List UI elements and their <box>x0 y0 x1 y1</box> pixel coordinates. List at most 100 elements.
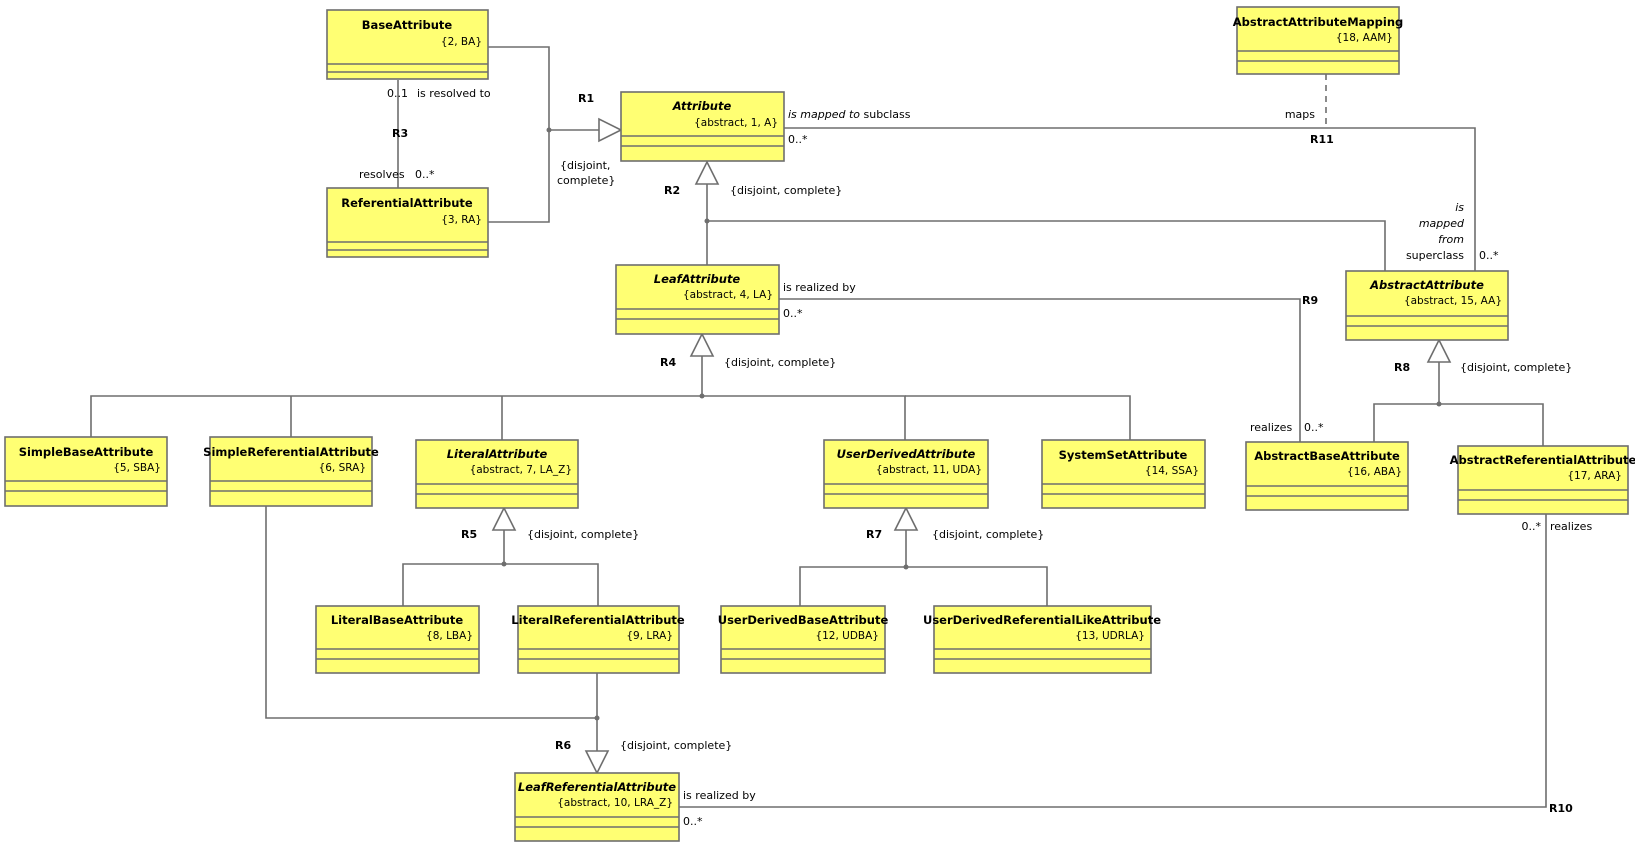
r2-id: R2 <box>664 184 680 197</box>
class-simple-referential-attribute[interactable]: SimpleReferentialAttribute {6, SRA} <box>203 436 379 507</box>
class-box <box>1041 439 1206 509</box>
r11-phrase-aa-line3: from <box>1438 233 1464 246</box>
class-literal-attribute[interactable]: LiteralAttribute {abstract, 7, LA_Z} <box>415 439 579 509</box>
r9-mult-aba: 0..* <box>1304 421 1324 434</box>
r4-edge-system-set <box>905 395 1131 440</box>
class-name: UserDerivedBaseAttribute <box>718 613 889 627</box>
class-base-attribute[interactable]: BaseAttribute {2, BA} <box>326 9 489 80</box>
class-name: LiteralBaseAttribute <box>331 613 464 627</box>
class-user-derived-base-attribute[interactable]: UserDerivedBaseAttribute {12, UDBA} <box>718 605 889 674</box>
class-tag: {16, ABA} <box>1347 466 1402 478</box>
class-box <box>1236 6 1400 75</box>
class-tag: {14, SSA} <box>1145 465 1199 477</box>
class-attribute[interactable]: Attribute {abstract, 1, A} <box>620 91 785 162</box>
class-name: SimpleReferentialAttribute <box>203 445 379 459</box>
class-box <box>933 605 1152 674</box>
class-abstract-base-attribute[interactable]: AbstractBaseAttribute {16, ABA} <box>1245 441 1409 511</box>
r6-edge-simple-referential <box>265 506 597 719</box>
class-name: AbstractReferentialAttribute <box>1450 453 1635 467</box>
class-tag: {5, SBA} <box>113 462 161 474</box>
class-box <box>326 187 489 258</box>
r11-phrase-aa-line2: mapped <box>1419 217 1465 230</box>
r4-id: R4 <box>660 356 676 369</box>
class-name: UserDerivedReferentialLikeAttribute <box>923 613 1161 627</box>
class-leaf-attribute[interactable]: LeafAttribute {abstract, 4, LA} <box>615 264 780 335</box>
class-user-derived-referential-like-attribute[interactable]: UserDerivedReferentialLikeAttribute {13,… <box>923 605 1161 674</box>
r9-edge <box>779 298 1301 442</box>
r6-junction <box>594 715 600 721</box>
r1-junction <box>546 127 552 133</box>
class-tag: {18, AAM} <box>1336 32 1393 44</box>
class-abstract-attribute[interactable]: AbstractAttribute {abstract, 15, AA} <box>1345 270 1509 341</box>
class-name: LeafAttribute <box>654 272 741 286</box>
r11-phrase-aa-line1: is <box>1455 201 1464 214</box>
r8-edge-abstract-base <box>1373 403 1439 442</box>
class-name: SystemSetAttribute <box>1059 448 1188 462</box>
class-tag: {abstract, 7, LA_Z} <box>470 464 572 476</box>
r3-id: R3 <box>392 127 408 140</box>
class-tag: {9, LRA} <box>626 630 673 642</box>
class-tag: {abstract, 4, LA} <box>683 289 773 301</box>
r7-edge-user-derived-base <box>799 566 906 606</box>
class-tag: {6, SRA} <box>319 462 366 474</box>
r6-id: R6 <box>555 739 571 752</box>
class-tag: {17, ARA} <box>1567 470 1622 482</box>
edges <box>90 46 1547 808</box>
class-name: Attribute <box>672 99 732 113</box>
r11-phrase-attribute-em: is mapped to <box>788 108 860 121</box>
r3-phrase-top: is resolved to <box>417 87 491 100</box>
r5-junction <box>501 561 507 567</box>
class-box <box>720 605 886 674</box>
class-name: AbstractAttributeMapping <box>1233 15 1403 29</box>
r9-phrase-aba: realizes <box>1250 421 1292 434</box>
r1-edge-base-attribute <box>488 46 550 130</box>
class-user-derived-attribute[interactable]: UserDerivedAttribute {abstract, 11, UDA} <box>823 439 989 509</box>
class-abstract-attribute-mapping[interactable]: AbstractAttributeMapping {18, AAM} <box>1233 6 1403 75</box>
class-simple-base-attribute[interactable]: SimpleBaseAttribute {5, SBA} <box>4 436 168 507</box>
r2-junction <box>704 218 710 224</box>
class-name: UserDerivedAttribute <box>837 447 976 461</box>
r7-junction <box>903 564 909 570</box>
r7-edge-user-derived-referential-like <box>906 566 1048 606</box>
r2-constraint: {disjoint, complete} <box>730 184 842 197</box>
class-box <box>514 772 680 842</box>
class-tag: {8, LBA} <box>426 630 473 642</box>
r1-generalization-arrow <box>598 117 623 143</box>
r7-id: R7 <box>866 528 882 541</box>
class-box <box>620 91 785 162</box>
class-abstract-referential-attribute[interactable]: AbstractReferentialAttribute {17, ARA} <box>1450 445 1635 515</box>
r10-id: R10 <box>1549 802 1573 815</box>
class-box <box>1245 441 1409 511</box>
class-box <box>1345 270 1509 341</box>
r11-edge <box>784 127 1476 271</box>
class-tag: {abstract, 10, LRA_Z} <box>557 797 673 809</box>
class-box <box>4 436 168 507</box>
r11-mult-attribute: 0..* <box>788 133 808 146</box>
class-leaf-referential-attribute[interactable]: LeafReferentialAttribute {abstract, 10, … <box>514 772 680 842</box>
class-tag: {12, UDBA} <box>815 630 879 642</box>
r10-phrase-lra: is realized by <box>683 789 756 802</box>
r7-constraint: {disjoint, complete} <box>932 528 1044 541</box>
r2-generalization-arrow <box>694 160 720 185</box>
class-referential-attribute[interactable]: ReferentialAttribute {3, RA} <box>326 187 489 258</box>
r1-id: R1 <box>578 92 594 105</box>
r11-assoc-label: maps <box>1285 108 1315 121</box>
class-literal-base-attribute[interactable]: LiteralBaseAttribute {8, LBA} <box>315 605 480 674</box>
r11-id: R11 <box>1310 133 1334 146</box>
r9-phrase-leaf: is realized by <box>783 281 856 294</box>
class-box <box>315 605 480 674</box>
class-tag: {abstract, 15, AA} <box>1404 295 1502 307</box>
r5-constraint: {disjoint, complete} <box>527 528 639 541</box>
class-box <box>326 9 489 80</box>
r8-id: R8 <box>1394 361 1410 374</box>
class-literal-referential-attribute[interactable]: LiteralReferentialAttribute {9, LRA} <box>511 605 685 674</box>
r3-mult-top: 0..1 <box>387 87 408 100</box>
r1-constraint-line1: {disjoint, <box>560 159 610 172</box>
r4-generalization-arrow <box>689 332 715 357</box>
r5-generalization-arrow <box>491 506 517 531</box>
class-system-set-attribute[interactable]: SystemSetAttribute {14, SSA} <box>1041 439 1206 509</box>
class-name: AbstractAttribute <box>1369 278 1484 292</box>
class-box <box>1457 445 1629 515</box>
r9-mult-leaf: 0..* <box>783 307 803 320</box>
class-name: LiteralReferentialAttribute <box>511 613 685 627</box>
